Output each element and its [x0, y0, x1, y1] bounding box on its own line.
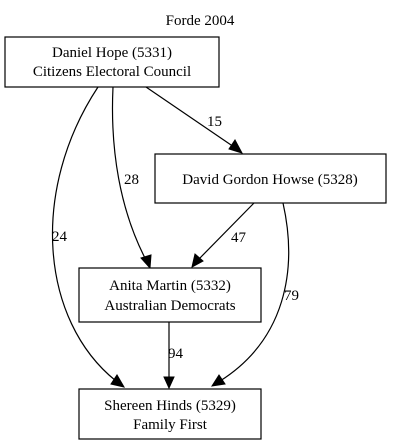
node-box	[78, 267, 262, 323]
arrowhead	[191, 253, 204, 268]
edge-hope-martin: 28	[111, 86, 152, 270]
node-name: Anita Martin (5332)	[109, 278, 231, 294]
edge-martin-hinds: 94	[163, 322, 184, 390]
edge-line	[145, 86, 235, 148]
node-name: David Gordon Howse (5328)	[182, 172, 357, 188]
node-david-gordon-howse[interactable]: David Gordon Howse (5328)	[154, 153, 387, 204]
edge-label: 47	[231, 230, 247, 246]
diagram-title: Forde 2004	[166, 13, 235, 29]
edge-howse-hinds: 79	[210, 202, 299, 387]
edge-line	[51, 86, 117, 382]
edge-label: 94	[168, 346, 184, 362]
node-name: Daniel Hope (5331)	[52, 45, 172, 61]
edge-label: 28	[124, 172, 139, 188]
arrowhead	[163, 376, 175, 390]
node-shereen-hinds[interactable]: Shereen Hinds (5329) Family First	[78, 388, 262, 440]
node-daniel-hope[interactable]: Daniel Hope (5331) Citizens Electoral Co…	[4, 36, 220, 88]
node-name: Shereen Hinds (5329)	[104, 398, 236, 414]
arrowhead	[210, 374, 226, 387]
edge-label: 24	[52, 229, 68, 245]
arrowhead	[228, 139, 244, 154]
arrowhead	[140, 254, 152, 270]
node-anita-martin[interactable]: Anita Martin (5332) Australian Democrats	[78, 267, 262, 323]
arrowhead	[110, 374, 126, 388]
node-party: Citizens Electoral Council	[33, 64, 191, 80]
edge-line	[197, 202, 255, 261]
edge-label: 79	[284, 288, 299, 304]
edge-line	[111, 86, 147, 261]
node-box	[4, 36, 220, 88]
node-box	[154, 153, 387, 204]
node-box	[78, 388, 262, 440]
edge-hope-howse: 15	[145, 86, 244, 154]
edge-label: 15	[207, 114, 222, 130]
edge-howse-martin: 47	[191, 202, 255, 268]
edge-line	[219, 202, 290, 382]
node-party: Family First	[133, 417, 208, 433]
node-party: Australian Democrats	[104, 298, 235, 314]
edge-hope-hinds: 24	[51, 86, 126, 388]
